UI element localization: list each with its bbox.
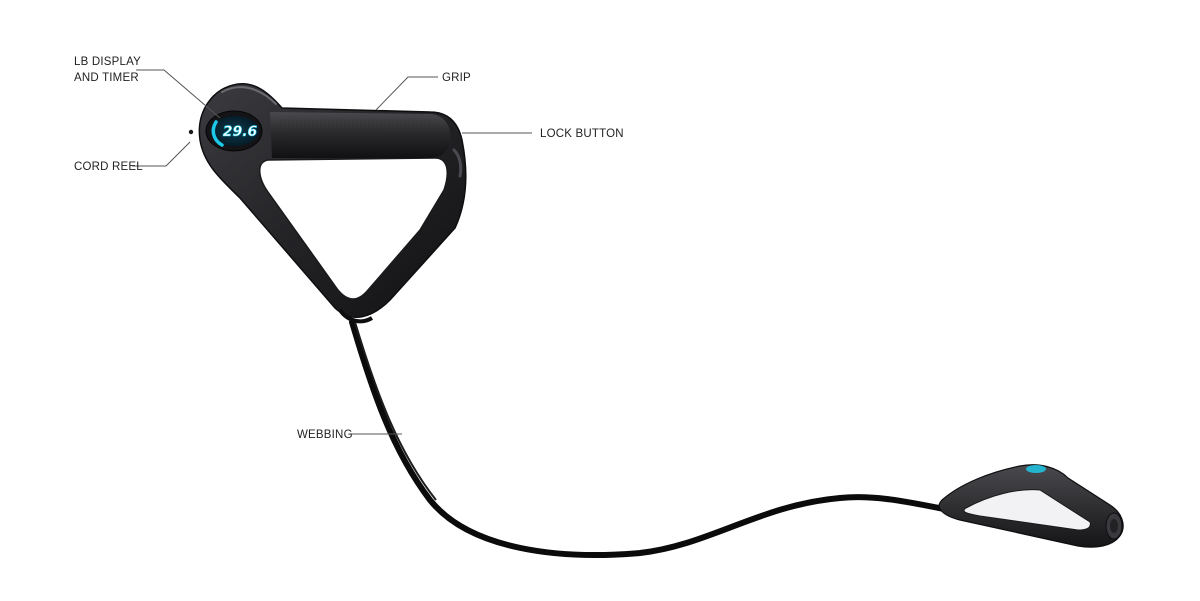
label-webbing: WEBBING <box>297 429 353 441</box>
secondary-handle-opening <box>963 489 1091 531</box>
label-grip: GRIP <box>442 72 471 84</box>
lock-button-knob-icon <box>452 148 463 178</box>
handle-opening <box>259 157 448 300</box>
label-lb-display-line2: AND TIMER <box>74 72 139 84</box>
secondary-handle <box>938 464 1124 548</box>
display-accent-ring <box>211 120 224 147</box>
leader-cord-reel <box>132 141 191 167</box>
handle-highlight <box>221 86 277 105</box>
leader-lb-display <box>136 69 221 119</box>
webbing-strap <box>349 319 953 558</box>
leader-grip <box>375 76 438 111</box>
secondary-display <box>1026 465 1046 473</box>
main-handle: 29.6 <box>188 83 467 324</box>
display-readout: 29.6 <box>223 124 258 140</box>
secondary-end-cap-ring <box>1110 519 1118 533</box>
grip-texture <box>280 118 443 152</box>
webbing-strap-edge <box>354 321 437 501</box>
label-lock-button: LOCK BUTTON <box>540 128 624 140</box>
cord-reel-dot-icon <box>188 129 194 135</box>
label-lb-display-line1: LB DISPLAY <box>74 56 141 68</box>
webbing-anchor <box>338 308 374 324</box>
display-screen <box>211 116 259 146</box>
label-cord-reel: CORD REEL <box>74 161 143 173</box>
